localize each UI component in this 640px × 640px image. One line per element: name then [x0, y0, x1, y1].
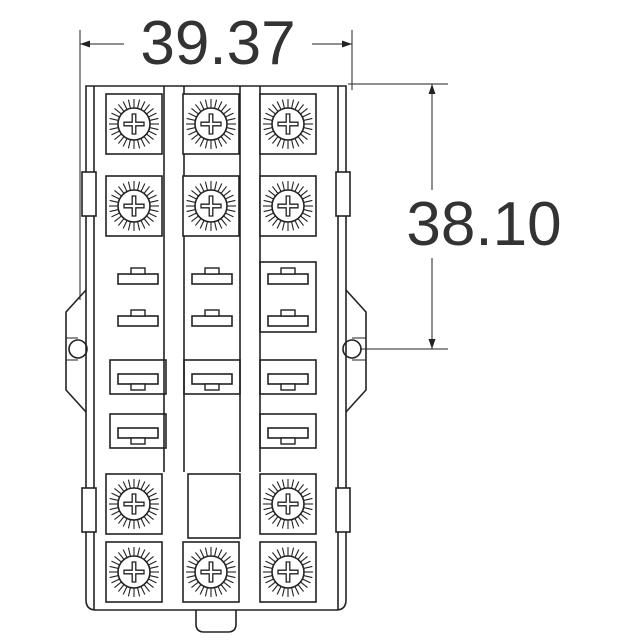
width-dimension: 39.37	[79, 9, 353, 300]
screw-terminal	[105, 175, 163, 237]
phillips-cross-icon	[277, 113, 299, 135]
mount-ear-left	[65, 289, 87, 413]
latch-tab-left-bottom	[81, 487, 97, 533]
contact-slot	[109, 413, 167, 449]
contact-slot	[117, 267, 159, 285]
contact-slot	[191, 309, 233, 327]
phillips-cross-icon	[123, 493, 145, 515]
screw-terminal	[182, 93, 240, 155]
contact-slot	[183, 359, 241, 395]
phillips-cross-icon	[200, 561, 222, 583]
width-label: 39.37	[140, 9, 295, 78]
screw-terminals	[105, 93, 317, 603]
screw-terminal	[259, 541, 317, 603]
screw-terminal	[105, 473, 163, 535]
center-window	[187, 473, 241, 539]
phillips-cross-icon	[277, 561, 299, 583]
latch-tab-left-top	[81, 171, 97, 217]
socket-body	[65, 85, 367, 633]
phillips-cross-icon	[123, 561, 145, 583]
screw-terminal	[182, 175, 240, 237]
contact-slot	[259, 359, 317, 395]
phillips-cross-icon	[123, 195, 145, 217]
mount-hole-right	[342, 339, 362, 359]
phillips-cross-icon	[277, 493, 299, 515]
contact-slot	[191, 267, 233, 285]
phillips-cross-icon	[200, 113, 222, 135]
contact-slot	[109, 359, 167, 395]
contact-slots	[109, 261, 317, 449]
screw-terminal	[182, 541, 240, 603]
height-dimension: 38.10	[348, 83, 562, 350]
screw-terminal	[259, 175, 317, 237]
height-label: 38.10	[406, 190, 561, 259]
phillips-cross-icon	[200, 195, 222, 217]
contact-slot	[117, 309, 159, 327]
screw-terminal	[105, 93, 163, 155]
mount-hole-left	[68, 339, 88, 359]
phillips-cross-icon	[123, 113, 145, 135]
bottom-clip	[195, 610, 237, 633]
screw-terminal	[105, 541, 163, 603]
contact-slot	[259, 413, 317, 449]
screw-terminal	[259, 473, 317, 535]
mount-ear-right	[345, 289, 367, 413]
screw-terminal	[259, 93, 317, 155]
latch-tab-right-top	[335, 171, 351, 217]
contact-slot	[267, 267, 309, 285]
phillips-cross-icon	[277, 195, 299, 217]
contact-slot	[267, 309, 309, 327]
latch-tab-right-bottom	[335, 487, 351, 533]
socket-outline	[85, 85, 347, 611]
